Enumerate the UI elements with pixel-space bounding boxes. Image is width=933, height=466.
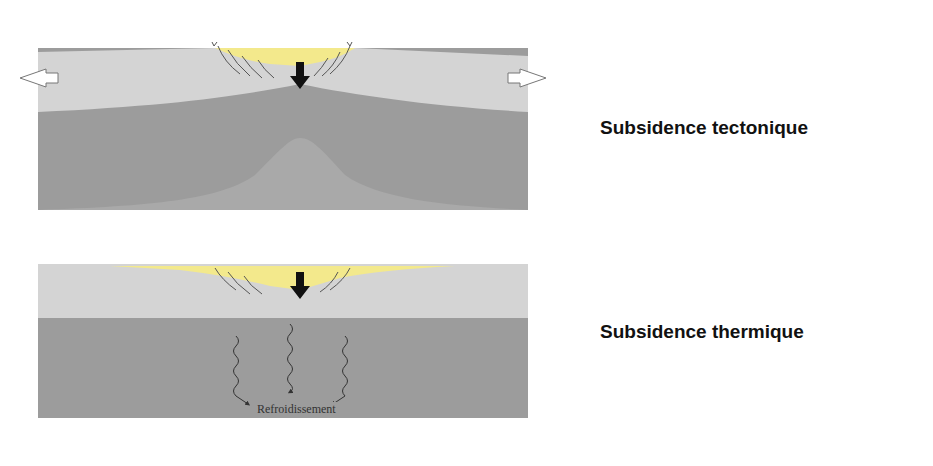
fault-tick (212, 42, 217, 46)
process-label: Refroidissement (255, 402, 338, 417)
sediment-fill (110, 266, 455, 290)
fault-tick (347, 42, 352, 46)
subsidence-arrow (290, 62, 310, 89)
crust (38, 264, 528, 318)
thermal-section (38, 264, 528, 418)
section-label: Subsidence thermique (600, 321, 804, 343)
section-label: Subsidence tectonique (600, 117, 808, 139)
crust (38, 48, 528, 112)
normal-faults (218, 46, 350, 78)
tectonic-section (20, 42, 546, 210)
extension-arrow (508, 69, 546, 87)
asthenosphere-dome (38, 138, 528, 210)
cooling-arrows (234, 324, 348, 404)
mantle (38, 48, 528, 210)
mantle (38, 264, 528, 418)
subsidence-arrow (290, 272, 310, 299)
extension-arrow (20, 69, 58, 87)
normal-faults (215, 268, 350, 294)
